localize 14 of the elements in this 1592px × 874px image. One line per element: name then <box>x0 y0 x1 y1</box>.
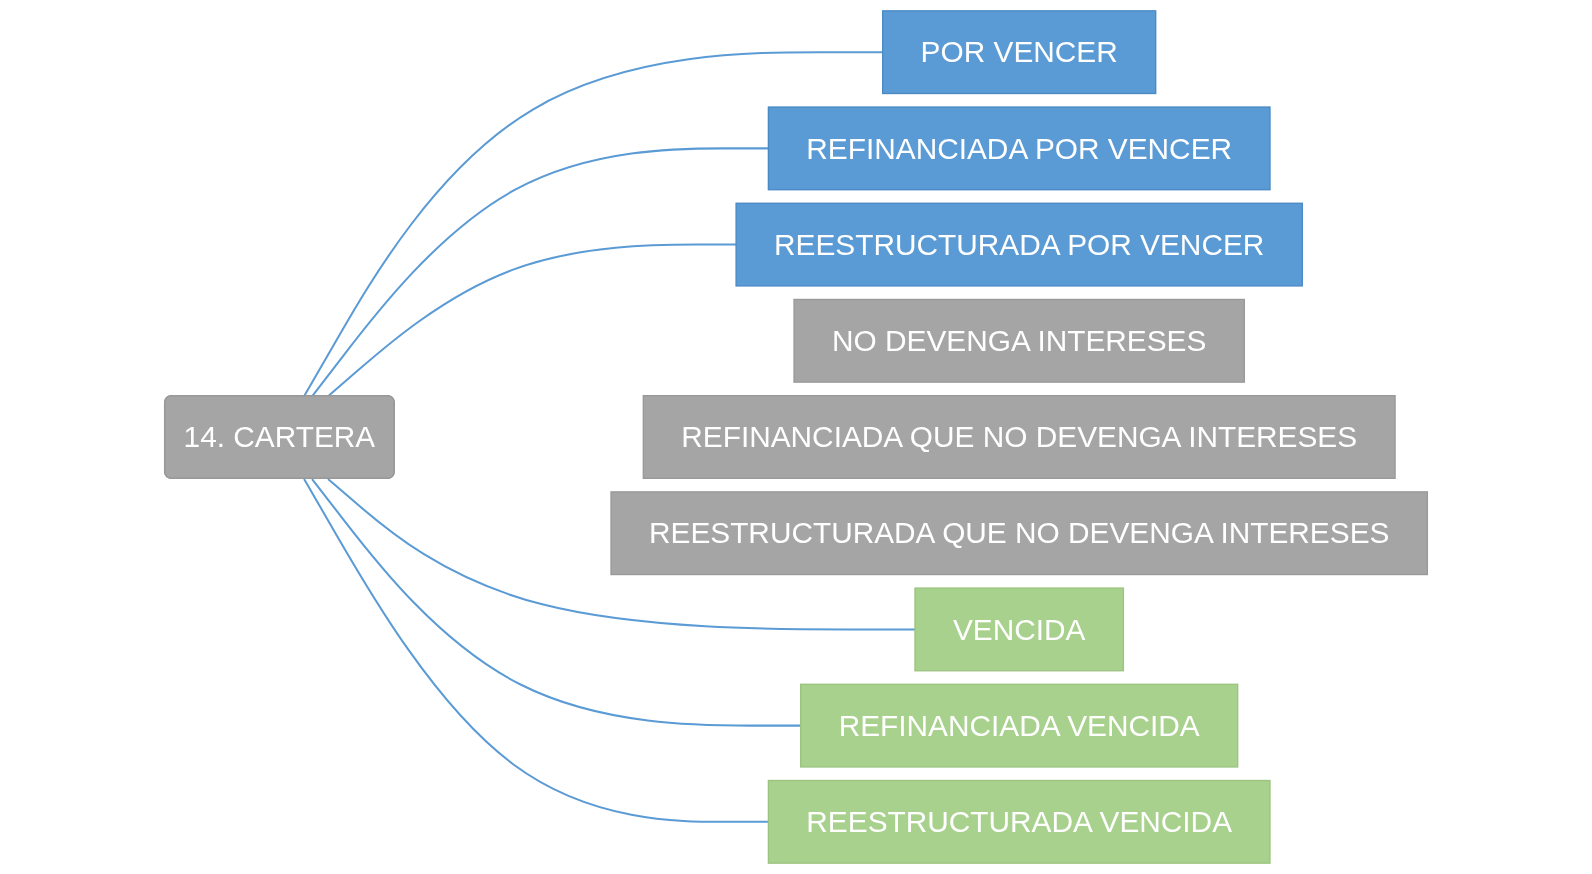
node-box: REESTRUCTURADA POR VENCER <box>735 202 1303 287</box>
node-box: POR VENCER <box>882 10 1157 95</box>
node-box: NO DEVENGA INTERESES <box>793 298 1245 383</box>
connector <box>303 478 769 823</box>
node-box: REFINANCIADA POR VENCER <box>767 106 1271 191</box>
node-box: REESTRUCTURADA QUE NO DEVENGA INTERESES <box>610 491 1429 576</box>
connector <box>327 478 915 631</box>
connector <box>303 51 883 397</box>
connector <box>311 478 801 727</box>
node-box: REFINANCIADA QUE NO DEVENGA INTERESES <box>642 395 1396 479</box>
node-box: VENCIDA <box>914 587 1125 672</box>
connector <box>311 147 769 397</box>
node-box: REFINANCIADA VENCIDA <box>800 683 1239 768</box>
node-box: REESTRUCTURADA VENCIDA <box>767 779 1271 864</box>
